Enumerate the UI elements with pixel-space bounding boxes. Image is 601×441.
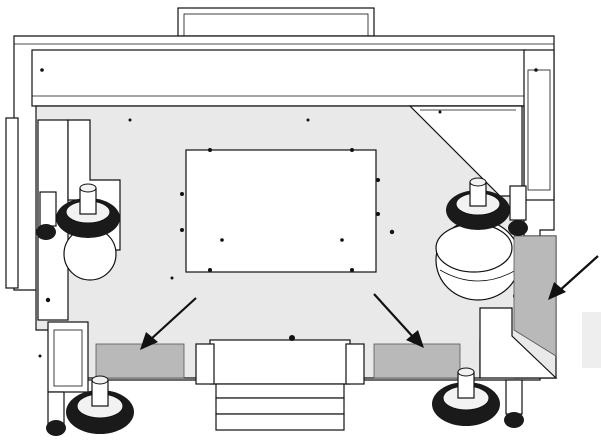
caster-top-right — [446, 177, 528, 236]
left-lower-bracket — [47, 321, 89, 393]
arrow-to-left-pad — [140, 297, 197, 350]
arrow-to-right-side-pad — [548, 255, 599, 300]
bottom-step-frame — [195, 335, 365, 431]
fasteners — [38, 68, 538, 358]
callout-arrows — [140, 255, 599, 350]
center-pad — [373, 343, 461, 379]
arrow-to-center-pad — [373, 293, 424, 348]
pads — [95, 235, 557, 379]
right-side-pad — [513, 235, 557, 357]
round-duct — [435, 219, 521, 301]
caster-bottom-left — [46, 375, 134, 436]
access-plate — [180, 148, 380, 273]
top-handle — [177, 7, 375, 37]
caster-bottom-right — [432, 367, 524, 428]
right-lower-bracket — [479, 307, 558, 379]
caster-top-left — [36, 183, 120, 240]
edge-tab — [582, 312, 601, 368]
left-pad — [95, 343, 185, 379]
